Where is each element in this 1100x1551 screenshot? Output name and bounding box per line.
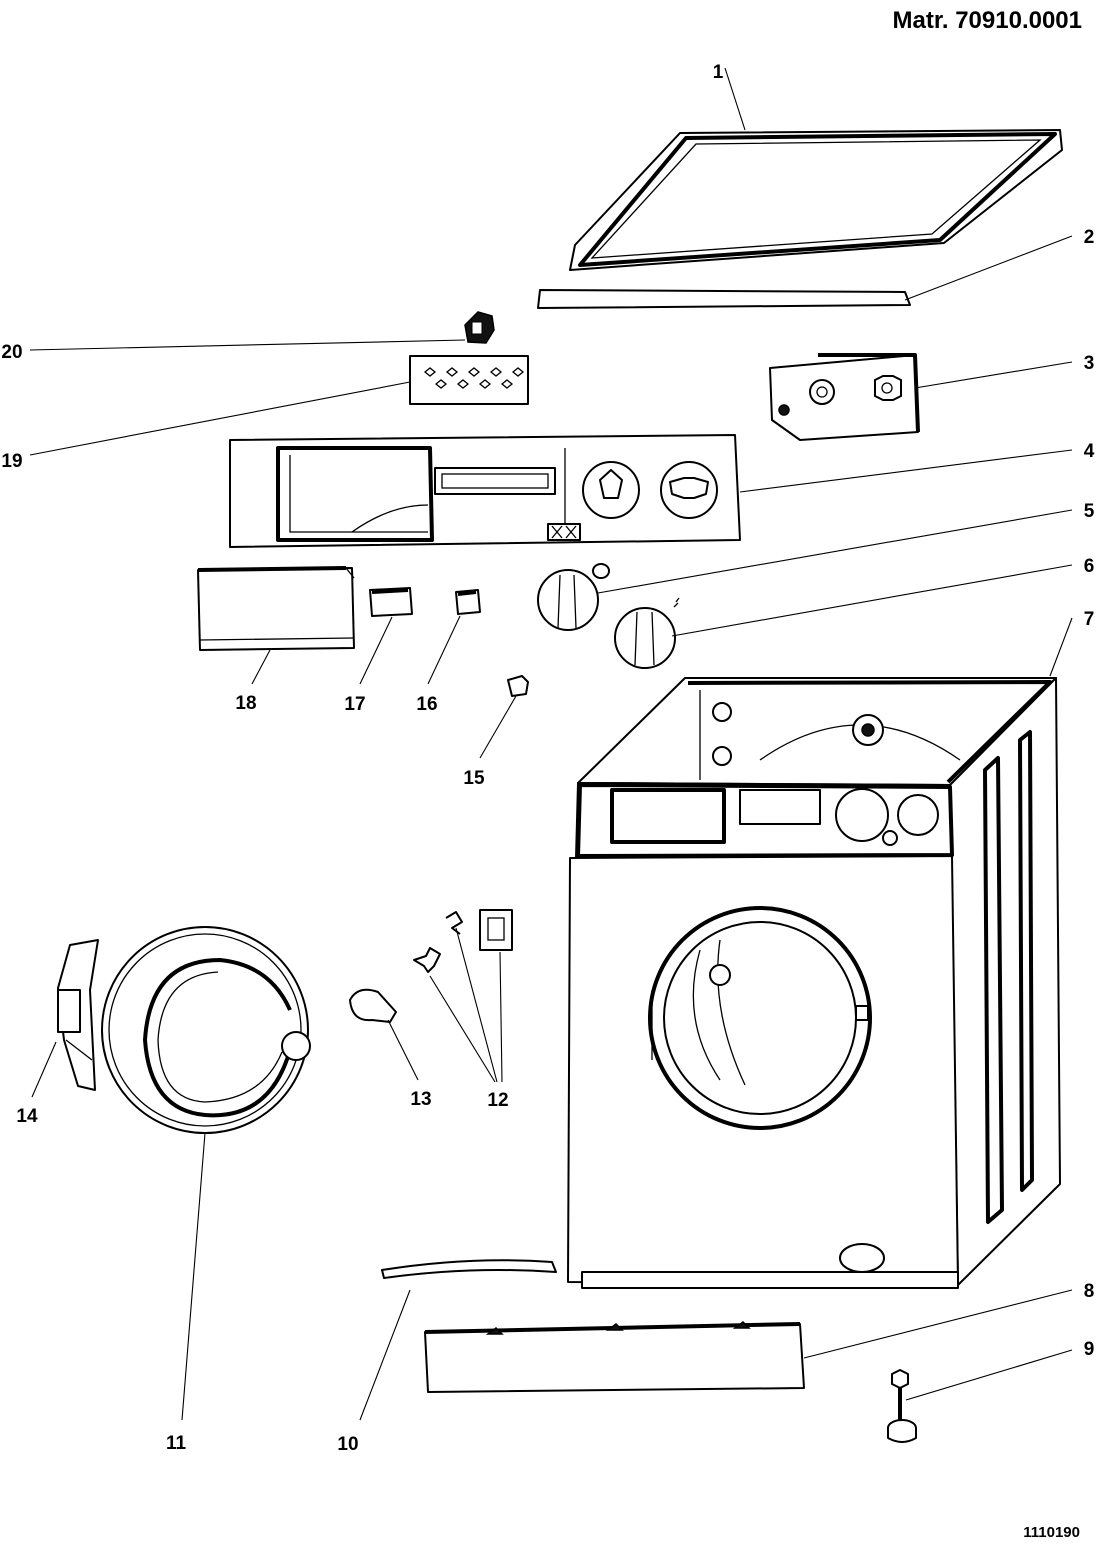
callout-9: 9	[1084, 1339, 1095, 1360]
callout-3: 3	[1084, 353, 1095, 374]
callout-4: 4	[1084, 441, 1095, 462]
part-9-adjustable-foot	[887, 1369, 917, 1443]
part-19-symbol-plate	[409, 355, 529, 405]
drawing-title: Matr. 70910.0001	[893, 7, 1082, 34]
callout-12: 12	[487, 1090, 508, 1111]
part-17-push-button	[369, 587, 413, 617]
callout-8: 8	[1084, 1281, 1095, 1302]
callout-2: 2	[1084, 227, 1095, 248]
part-15-small-fitting	[507, 675, 529, 697]
part-13-door-handle	[349, 988, 397, 1023]
callout-19: 19	[1, 451, 22, 472]
callout-17: 17	[344, 694, 365, 715]
callout-14: 14	[16, 1106, 38, 1127]
callout-11: 11	[166, 1433, 187, 1454]
part-14-door-hinge	[57, 939, 99, 1091]
part-11-door-assembly	[101, 926, 311, 1134]
part-16-small-button	[455, 589, 481, 615]
callout-7: 7	[1084, 609, 1095, 630]
callout-16: 16	[416, 694, 437, 715]
callout-5: 5	[1084, 501, 1095, 522]
callout-6: 6	[1084, 556, 1095, 577]
part-6-timer-knob	[614, 597, 680, 669]
callout-20: 20	[1, 342, 22, 363]
part-8-plinth	[424, 1321, 805, 1393]
leader-lines	[29, 67, 1073, 1421]
part-3-support-bracket	[769, 353, 920, 441]
callout-1: 1	[713, 62, 724, 83]
part-20-clip	[464, 311, 495, 344]
callout-10: 10	[337, 1434, 358, 1455]
part-4-control-panel	[229, 434, 741, 548]
part-2-trim-strip	[537, 289, 911, 309]
part-1-top-cover	[569, 129, 1063, 271]
callout-labels: 1 2 3 4 5 6 7 8 9 10 11 12 13 14 15 16 1…	[1, 62, 1094, 1455]
drawing-code: 1110190	[1023, 1524, 1080, 1541]
callout-13: 13	[410, 1089, 431, 1110]
callout-15: 15	[463, 768, 485, 789]
part-10-plinth-cover	[381, 1259, 557, 1279]
part-5-selector-knob	[537, 563, 610, 631]
part-12-door-lock-set	[413, 909, 513, 973]
part-18-detergent-drawer	[197, 566, 355, 651]
callout-18: 18	[235, 693, 256, 714]
part-7-cabinet	[567, 677, 1061, 1289]
